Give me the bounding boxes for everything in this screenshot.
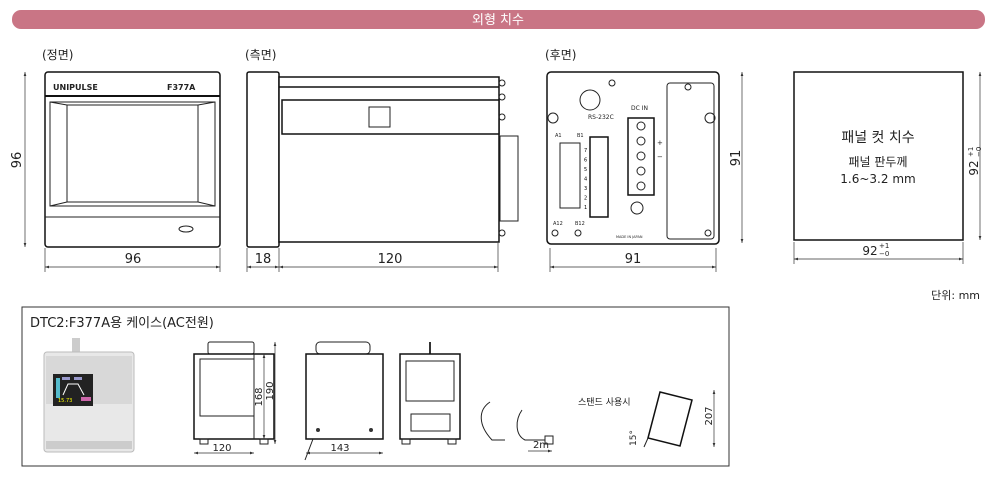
front-width-dim: 96 [125,252,142,267]
panel-thickness-value: 1.6~3.2 mm [840,172,915,186]
rear-view [546,71,720,245]
rs232c-label: RS-232C [588,114,614,121]
panel-width-dim: 92 +1 −0 [862,242,889,258]
terminal-numbers: 7 6 5 4 3 2 1 [584,148,587,211]
panel-cut-outline [793,71,964,241]
made-in-label: MADE IN JAPAN [616,235,643,239]
terminal-block [589,136,609,218]
side-view [246,71,519,248]
cable-length-dim: 2m [533,440,549,451]
rs232c-connector-icon [579,89,601,111]
a12-label: A12 [553,221,563,227]
terminal-number: 1 [584,205,587,211]
bezel-depth-dim: 18 [255,252,272,267]
case-side-drawing [304,341,384,461]
power-cable-drawing [480,401,554,445]
terminal-number: 3 [584,186,587,192]
terminal-number: 5 [584,167,587,173]
panel-height-tol-minus: −0 [975,147,983,157]
rear-width-dim: 91 [625,252,642,267]
ground-screw-icon [630,201,644,215]
brand-logo: UNIPULSE [53,83,98,92]
section-header-bar [12,10,985,29]
terminal-number: 7 [584,148,587,154]
case-total-height-dim: 190 [265,381,276,400]
minus-label: − [657,153,663,161]
rear-height-dim: 91 [729,150,744,167]
photo-readout: 15.73 [58,398,72,404]
panel-width-tol-minus: −0 [879,250,889,258]
section-title: 외형 치수 [472,13,524,28]
d-sub-connector [559,142,581,209]
case-photo: 15.73 [43,338,135,453]
panel-width-tol-plus: +1 [879,242,889,250]
stand-height-dim: 207 [704,406,715,425]
terminal-number: 4 [584,177,587,183]
plus-label: + [657,139,663,147]
case-inner-height-dim: 168 [254,387,265,406]
panel-height-dim: 92 +1 −0 [967,147,983,176]
panel-cut-title: 패널 컷 치수 [841,130,914,146]
b12-label: B12 [575,221,585,227]
front-view [44,71,221,248]
side-view-label: (측면) [245,48,276,62]
case-stand-drawing [643,391,693,448]
rear-view-label: (후면) [545,48,576,62]
panel-width-value: 92 [862,244,877,258]
body-depth-dim: 120 [378,252,403,267]
terminal-number: 6 [584,158,587,164]
panel-thickness-label: 패널 판두께 [848,155,907,169]
panel-height-tol-plus: +1 [967,147,975,157]
case-rear-drawing [399,342,461,445]
unit-note: 단위: mm [931,289,980,302]
front-view-label: (정면) [42,48,73,62]
panel-height-value: 92 [967,160,981,175]
terminal-number: 2 [584,196,587,202]
case-box [21,306,730,467]
front-height-dim: 96 [10,152,25,169]
model-label: F377A [167,83,196,92]
b1-label: B1 [577,133,584,139]
case-front-drawing [193,341,275,445]
stand-angle-dim: 15° [629,430,639,446]
front-key-icon [178,225,194,233]
dc-in-label: DC IN [631,105,648,112]
case-box-title: DTC2:F377A용 케이스(AC전원) [30,316,214,331]
stand-label: 스탠드 사용시 [578,397,631,408]
a1-label: A1 [555,133,562,139]
case-depth-dim: 143 [330,443,349,454]
case-front-width-dim: 120 [212,443,231,454]
